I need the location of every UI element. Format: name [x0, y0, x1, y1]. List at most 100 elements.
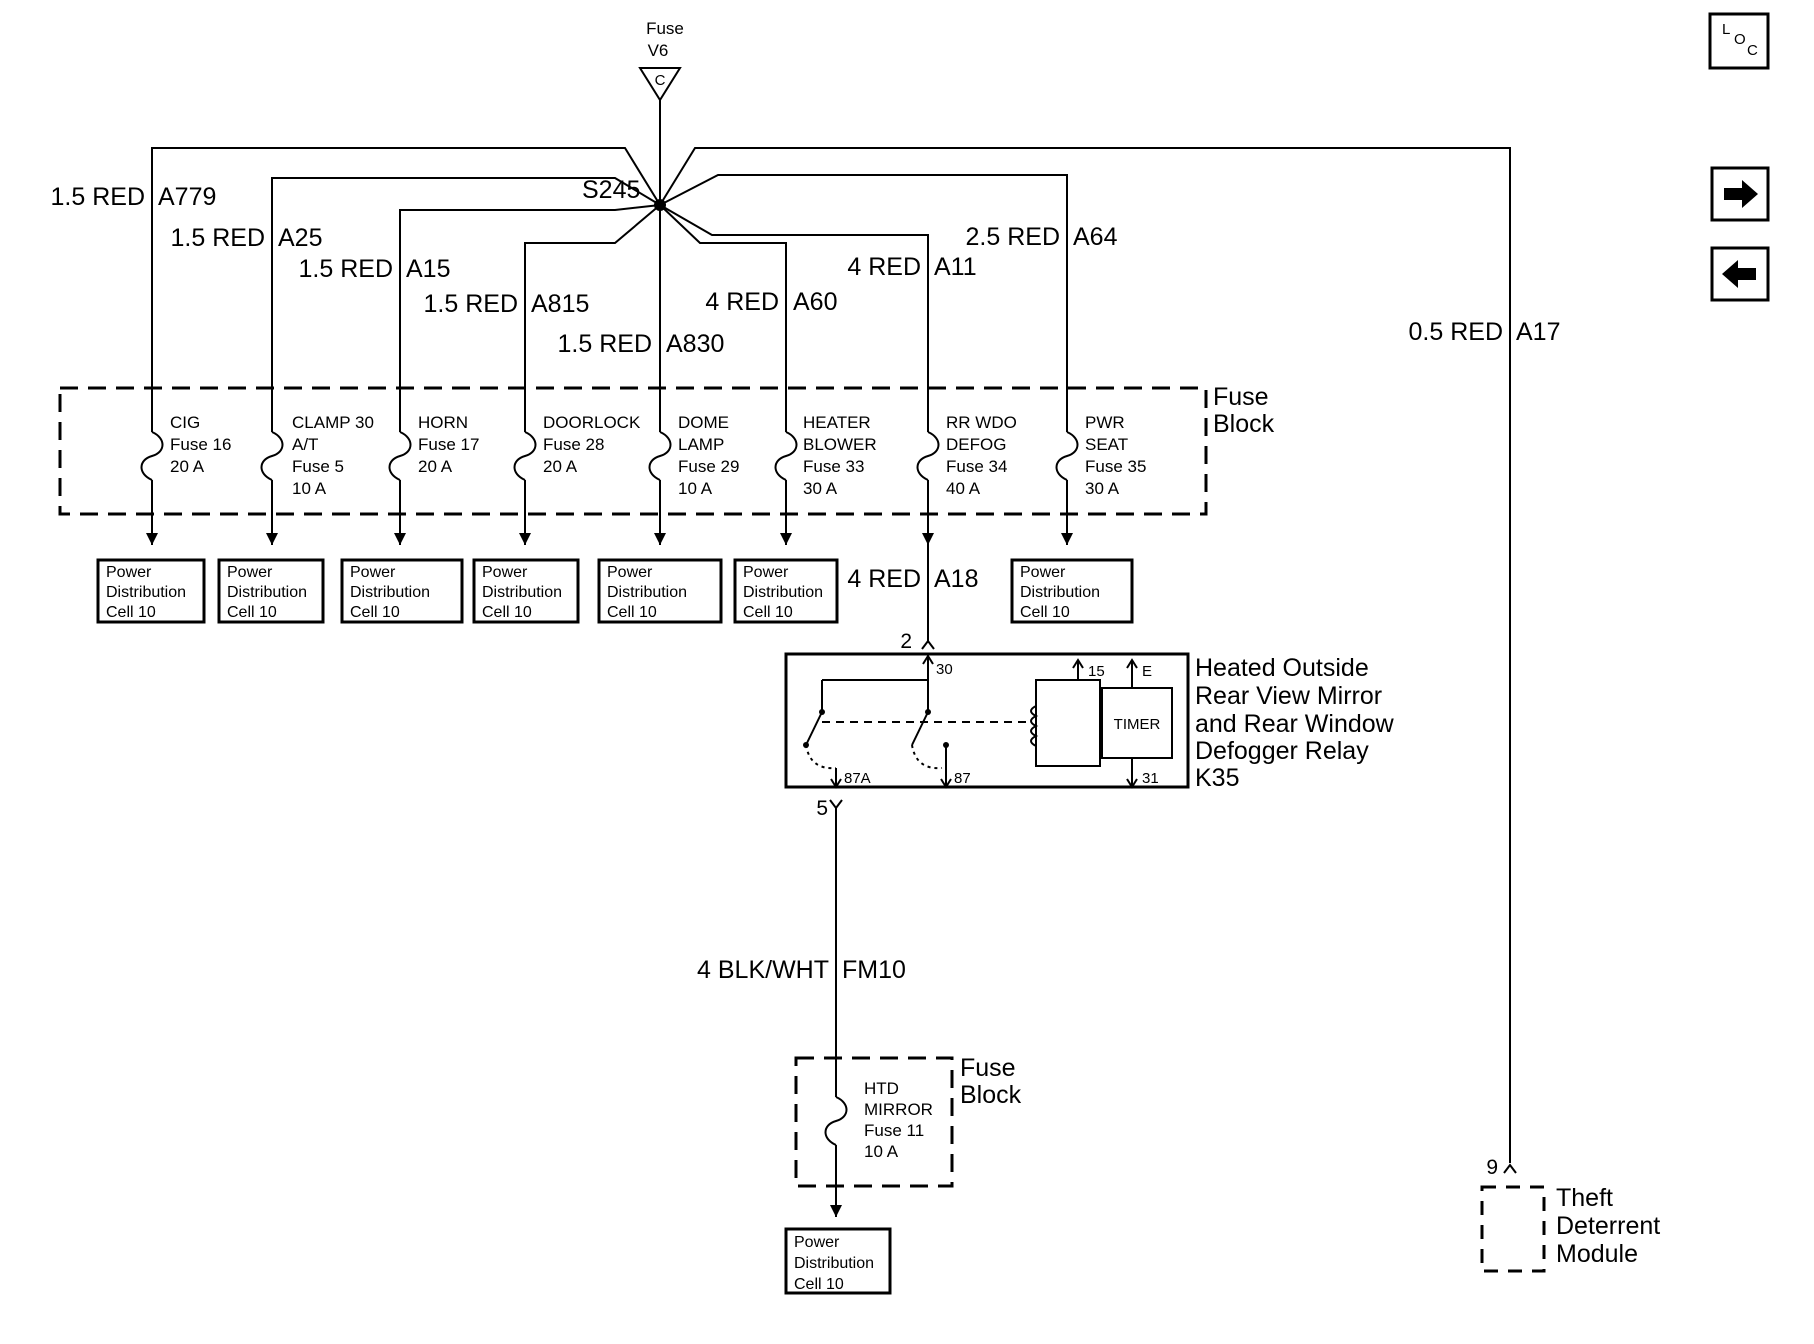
relay-k35: 30 87A 87 TIMER 15 E — [784, 652, 1395, 792]
wire-a830-circuit: A830 — [666, 330, 724, 358]
pd-line1: Power — [1020, 564, 1066, 581]
wire-a11-circuit: A11 — [934, 253, 977, 281]
pd-line1: Power — [794, 1234, 840, 1251]
fuse-block-2-title-line1: Fuse — [960, 1054, 1016, 1082]
fuse-label-line: CIG — [170, 413, 200, 432]
wire-a830-gauge: 1.5 RED — [558, 330, 652, 358]
arrow-right-icon — [1724, 180, 1758, 208]
wire-a18-group: 4 RED A18 2 — [847, 565, 978, 653]
wire-a815-circuit: A815 — [531, 290, 589, 318]
fuse-icon — [513, 431, 537, 481]
relay-name-line4: Defogger Relay — [1195, 737, 1369, 765]
arrow-down-icon — [780, 533, 792, 545]
power-distribution-box — [733, 558, 839, 624]
wire-a15 — [399, 204, 661, 545]
fuse-block-htd-mirror: Fuse Block HTD MIRROR Fuse 11 10 A — [794, 1054, 1022, 1217]
wire-a18-gauge: 4 RED — [847, 565, 921, 593]
wire-a60-gauge: 4 RED — [705, 288, 779, 316]
fuse-block-outline — [58, 386, 1208, 516]
arrow-down-icon — [940, 778, 952, 789]
fuse-label-line: LAMP — [678, 435, 724, 454]
relay-coil-icon — [1030, 705, 1039, 747]
connector-pin-icon — [1503, 1163, 1517, 1174]
wire-a815-gauge: 1.5 RED — [424, 290, 518, 318]
fuse-v6-label-line1: Fuse — [646, 19, 684, 38]
pd-line3: Cell 10 — [350, 604, 400, 621]
wire-fm10-gauge: 4 BLK/WHT — [697, 956, 829, 984]
wire-a18-circuit: A18 — [934, 565, 978, 593]
next-page-button[interactable] — [1710, 166, 1770, 222]
pd-line3: Cell 10 — [607, 604, 657, 621]
pd-line3: Cell 10 — [1020, 604, 1070, 621]
fuse-icon — [824, 1096, 848, 1146]
arrow-down-icon — [1061, 533, 1073, 545]
wire-a25-gauge: 1.5 RED — [171, 224, 265, 252]
fuse-label-line: BLOWER — [803, 435, 877, 454]
relay-pin-5-label: 5 — [816, 797, 828, 820]
fuse-icon — [648, 431, 672, 481]
wire-a17 — [659, 147, 1511, 1163]
fuse-label-line: 20 A — [543, 457, 578, 476]
fuse-label-line: 20 A — [170, 457, 205, 476]
fuse-label-line: Fuse 28 — [543, 435, 604, 454]
wire-a15-gauge: 1.5 RED — [299, 255, 393, 283]
prev-page-button[interactable] — [1710, 246, 1770, 302]
power-distribution-box — [217, 558, 325, 624]
fuse-block-2-title-line2: Block — [960, 1081, 1022, 1109]
fuse-label-line: Fuse 17 — [418, 435, 479, 454]
connector-pin-icon — [829, 799, 843, 810]
fuse-label-line: 20 A — [418, 457, 453, 476]
wire-a25-circuit: A25 — [278, 224, 322, 252]
pd-line1: Power — [106, 564, 152, 581]
pd-line3: Cell 10 — [227, 604, 277, 621]
fuse-v6-source: Fuse V6 C — [638, 19, 684, 205]
relay-terminal-87: 87 — [954, 770, 971, 787]
fuse-v6-label-line2: V6 — [648, 41, 669, 60]
power-distribution-box — [784, 1227, 892, 1295]
relay-terminal-15: 15 — [1088, 663, 1105, 680]
relay-terminal-e: E — [1142, 663, 1152, 680]
pd-line3: Cell 10 — [482, 604, 532, 621]
arrow-up-icon — [922, 654, 934, 665]
switch-blade-2 — [911, 711, 929, 746]
fuse-block-2-outline — [794, 1056, 954, 1188]
relay-terminal-30: 30 — [936, 661, 953, 678]
pd-line1: Power — [743, 564, 789, 581]
wire-a64-gauge: 2.5 RED — [966, 223, 1060, 251]
relay-name-line3: and Rear Window — [1195, 710, 1395, 738]
loc-o-letter: O — [1734, 31, 1746, 48]
htd-mirror-fuse-line4: 10 A — [864, 1142, 899, 1161]
fuse-label-line: 40 A — [946, 479, 981, 498]
fuse-label-line: CLAMP 30 — [292, 413, 374, 432]
power-distribution-box — [1010, 558, 1134, 624]
fuse-item: CIG Fuse 16 20 A — [140, 413, 231, 545]
wire-a815 — [524, 204, 661, 545]
pd-line3: Cell 10 — [106, 604, 156, 621]
wire-fm10-group: 5 4 BLK/WHT FM10 — [697, 797, 906, 1217]
fuse-icon — [1055, 431, 1079, 481]
fuse-label-line: 10 A — [292, 479, 327, 498]
switch-arc-1 — [805, 744, 837, 770]
fuse-label-line: Fuse 16 — [170, 435, 231, 454]
loc-button-box[interactable] — [1708, 12, 1770, 70]
fuse-label-line: DEFOG — [946, 435, 1006, 454]
loc-button[interactable]: L O C — [1708, 12, 1770, 70]
theft-module-line3: Module — [1556, 1240, 1638, 1268]
power-distribution-htd: Power Distribution Cell 10 — [784, 1227, 892, 1295]
pd-line2: Distribution — [607, 584, 687, 601]
branch-wires — [151, 147, 1511, 1163]
fuse-icon — [260, 431, 284, 481]
fuse-label-line: 10 A — [678, 479, 713, 498]
arrow-down-icon — [830, 1205, 842, 1217]
theft-pin-9-label: 9 — [1486, 1156, 1498, 1179]
pd-line2: Distribution — [106, 584, 186, 601]
fuse-icon — [388, 431, 412, 481]
arrow-down-icon — [1126, 778, 1138, 789]
wire-a60-circuit: A60 — [793, 288, 837, 316]
